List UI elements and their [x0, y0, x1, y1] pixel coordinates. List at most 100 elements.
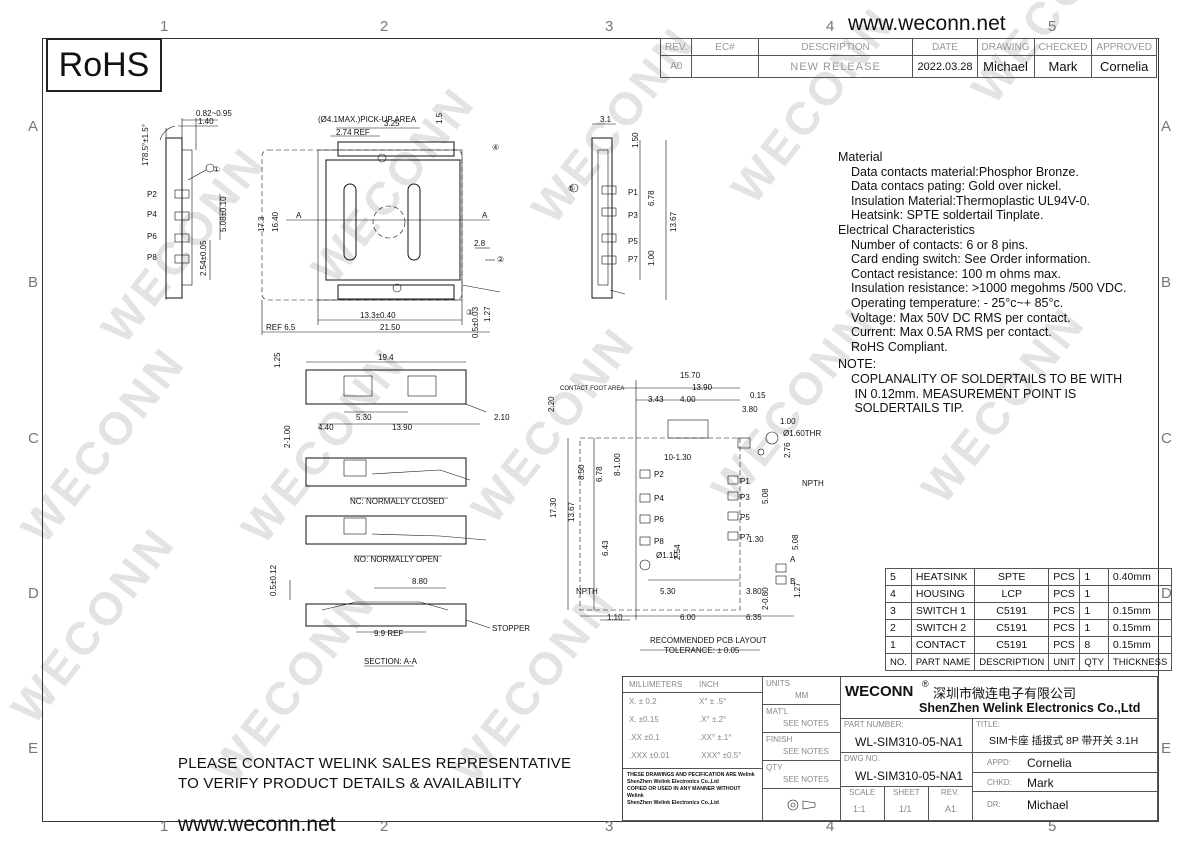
tol-inch: .X° ±.2° — [699, 715, 727, 724]
dim-label: 2.74 REF — [336, 128, 370, 137]
part-number-value: WL-SIM310-05-NA1 — [855, 735, 964, 749]
pad-mark-B: B — [790, 577, 795, 586]
dim-label: 0.5±0.12 — [269, 564, 278, 596]
dim-label: 6.00 — [680, 613, 696, 622]
units-cell: UNITS MM — [763, 677, 841, 705]
material-line: Heatsink: SPTE soldertail Tinplate. — [851, 208, 1044, 223]
dim-label: 3.43 — [648, 395, 664, 404]
pin-label: P6 — [147, 232, 157, 241]
tol-inch: X° ± .5° — [699, 697, 727, 706]
section-view — [289, 580, 491, 667]
bom-cell: HEATSINK — [910, 568, 976, 586]
pcb-pin-label: P7 — [740, 533, 750, 542]
dim-label: 8.50 — [577, 464, 586, 480]
dim-label: 13.67 — [669, 211, 678, 232]
projection-symbol-icon — [787, 799, 816, 811]
zone-top-2: 2 — [380, 18, 389, 35]
disclaimer-line: ShenZhen Welink Electronics Co.,Ltd — [627, 800, 719, 806]
website-url-bottom[interactable]: www.weconn.net — [178, 813, 336, 836]
material-title: Material — [838, 150, 883, 164]
side-view-right — [569, 123, 667, 300]
company-cell: WECONN ® 深圳市微连电子有限公司 ShenZhen Welink Ele… — [841, 677, 1158, 719]
dim-label: 13.90 — [692, 383, 713, 392]
dim-label: 0.15 — [750, 391, 766, 400]
qty-value: SEE NOTES — [783, 775, 829, 784]
company-en: ShenZhen Welink Electronics Co.,Ltd — [919, 701, 1141, 715]
zone-right-B: B — [1161, 274, 1172, 291]
bom-cell: PCS — [1048, 636, 1081, 654]
callout-4: ④ — [492, 143, 499, 152]
dim-label: 1.27 — [793, 582, 802, 598]
chkd-value: Mark — [1027, 776, 1054, 790]
dim-label: 5.30 — [660, 587, 676, 596]
electrical-title: Electrical Characteristics — [838, 222, 975, 237]
date-value: 2022.03.28 — [912, 55, 978, 78]
top-view — [261, 127, 501, 335]
note-line: SOLDERTAILS TIP. — [851, 401, 965, 416]
pcb-title: RECOMMENDED PCB LAYOUT — [650, 636, 767, 645]
title-cell: TITLE: SIM卡座 插拔式 8P 带开关 3.1H — [973, 719, 1158, 753]
dim-label: 5.30 — [356, 413, 372, 422]
rev-cell: REV. A1 — [929, 787, 973, 821]
section-mark-A: A — [482, 211, 488, 220]
units-value: MM — [795, 691, 809, 700]
matl-label: MAT'L — [766, 707, 789, 716]
dim-label: 1.25 — [273, 352, 282, 368]
dim-label: 3.1 — [600, 115, 612, 124]
dim-label: 13.3±0.40 — [360, 311, 396, 320]
website-url-top[interactable]: www.weconn.net — [848, 12, 1006, 35]
dim-label: 2.76 — [783, 442, 792, 458]
dim-label: 4.00 — [680, 395, 696, 404]
material-line: Insulation Material:Thermoplastic UL94V-… — [851, 193, 1091, 208]
bom-cell: LCP — [974, 585, 1050, 603]
callout-5: ⑤ — [568, 184, 575, 193]
pin-label: P4 — [147, 210, 157, 219]
pin-label: P5 — [628, 237, 638, 246]
dim-label: 8-1.00 — [613, 453, 622, 476]
scale-label: SCALE — [849, 788, 876, 797]
contact-line: TO VERIFY PRODUCT DETAILS & AVAILABILITY — [178, 775, 522, 792]
pin-label: P7 — [628, 255, 638, 264]
tol-mm: .XX ±0.1 — [629, 733, 660, 742]
units-label: UNITS — [766, 679, 790, 688]
specification-notes: Material Data contacts material:Phosphor… — [838, 150, 1127, 416]
pad-mark-A: A — [790, 555, 796, 564]
pcb-pin-label: P4 — [654, 494, 664, 503]
dim-label: Ø1.10 — [656, 551, 678, 560]
bom-header: UNIT — [1048, 653, 1081, 671]
dim-label: 19.4 — [378, 353, 394, 362]
dim-label: Ø1.60THR — [783, 429, 821, 438]
electrical-line: RoHS Compliant. — [851, 339, 948, 354]
tol-inch: .XX° ±.1° — [699, 733, 732, 742]
tol-header-inch: INCH — [699, 680, 719, 689]
disclaimer: THESE DRAWINGS AND PECIFICATION ARE Weli… — [623, 769, 763, 821]
disclaimer-line: COPIED OR USED IN ANY MANNER WITHOUT Wel… — [627, 786, 741, 799]
description-value: NEW RELEASE — [757, 55, 914, 78]
dr-value: Michael — [1027, 798, 1069, 812]
dim-label: REF 6.5 — [266, 323, 296, 332]
approved-value: Cornelia — [1091, 55, 1157, 78]
pin-label: P8 — [147, 253, 157, 262]
electrical-line: Operating temperature: - 25°c~+ 85°c. — [851, 295, 1064, 310]
pin-label: P3 — [628, 211, 638, 220]
nc-view — [305, 457, 471, 499]
zone-bottom-5: 5 — [1048, 818, 1057, 835]
contact-notice: PLEASE CONTACT WELINK SALES REPRESENTATI… — [178, 754, 571, 794]
disclaimer-line: THESE DRAWINGS AND PECIFICATION ARE Weli… — [627, 772, 755, 778]
pcb-pin-label: P8 — [654, 537, 664, 546]
dim-label: 5.08 — [761, 488, 770, 504]
zone-right-A: A — [1161, 118, 1172, 135]
qty-cell: QTY SEE NOTES — [763, 761, 841, 789]
part-number-cell: PART NUMBER: WL-SIM310-05-NA1 — [841, 719, 973, 753]
tol-inch: .XXX° ±0.5° — [699, 751, 742, 760]
pcb-tolerance: TOLERANCE: ± 0.05 — [664, 646, 740, 655]
zone-left-B: B — [28, 274, 39, 291]
note-line: COPLANALITY OF SOLDERTAILS TO BE WITH — [851, 371, 1123, 386]
matl-cell: MAT'L SEE NOTES — [763, 705, 841, 733]
qty-label: QTY — [766, 763, 783, 772]
dim-label: 0.5±0.03 — [471, 306, 480, 338]
